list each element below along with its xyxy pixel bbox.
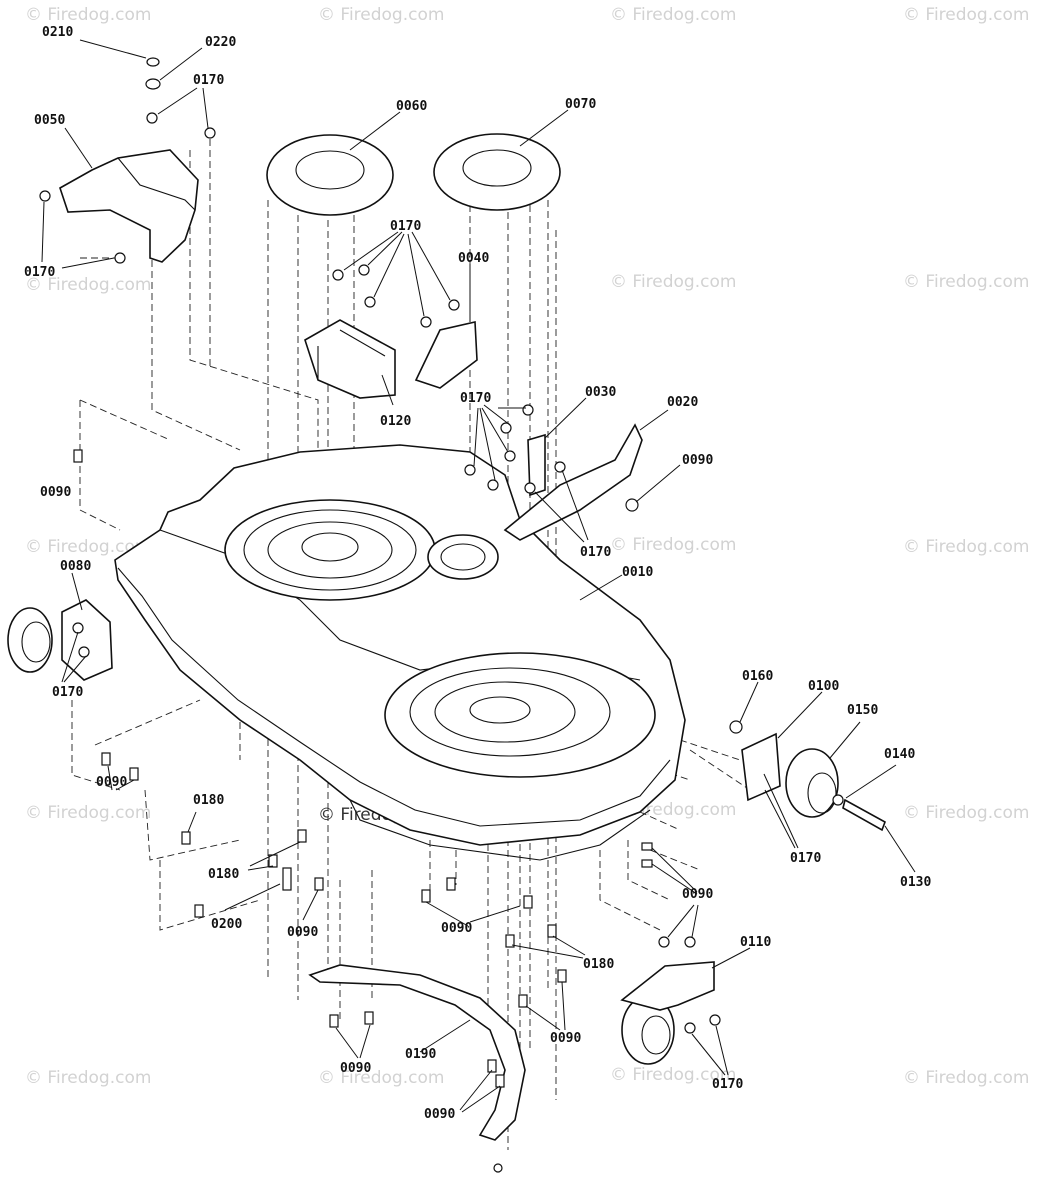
- watermark: © Firedog.com: [610, 535, 736, 555]
- callout-0130: 0130: [900, 875, 931, 890]
- watermark: © Firedog.com: [610, 5, 736, 25]
- callout-0090: 0090: [424, 1107, 455, 1122]
- left-gauge-wheel-0080: [7, 599, 113, 681]
- callout-0220: 0220: [205, 35, 236, 50]
- callout-0090: 0090: [40, 485, 71, 500]
- right-gauge-wheel-0150: [729, 720, 886, 832]
- callout-0030: 0030: [585, 385, 616, 400]
- callout-labels: 0210 0220 0170 0050 0170 0060 0070 0170 …: [24, 25, 931, 1122]
- callout-0080: 0080: [60, 559, 91, 574]
- leader-lines: [41, 39, 916, 1113]
- watermark: © Firedog.com: [318, 1068, 444, 1088]
- watermark: © Firedog.com: [25, 275, 151, 295]
- rear-brackets: [503, 423, 643, 541]
- callout-0170: 0170: [790, 851, 821, 866]
- watermark: © Firedog.com: [25, 1068, 151, 1088]
- spindle-shield-plates: [266, 133, 561, 216]
- callout-0090: 0090: [682, 453, 713, 468]
- callout-0170: 0170: [52, 685, 83, 700]
- watermark: © Firedog.com: [25, 537, 151, 557]
- callout-0150: 0150: [847, 703, 878, 718]
- callout-0040: 0040: [458, 251, 489, 266]
- callout-0010: 0010: [622, 565, 653, 580]
- baffle-0190: [308, 964, 526, 1141]
- watermark: © Firedog.com: [610, 1065, 736, 1085]
- callout-0090: 0090: [96, 775, 127, 790]
- callout-0090: 0090: [441, 921, 472, 936]
- callout-0170: 0170: [193, 73, 224, 88]
- callout-0020: 0020: [667, 395, 698, 410]
- callout-0180: 0180: [583, 957, 614, 972]
- front-bracket-0050: [39, 149, 199, 264]
- callout-0070: 0070: [565, 97, 596, 112]
- callout-0060: 0060: [396, 99, 427, 114]
- watermark: © Firedog.com: [903, 5, 1029, 25]
- watermark: © Firedog.com: [25, 803, 151, 823]
- callout-0090: 0090: [287, 925, 318, 940]
- callout-0170: 0170: [580, 545, 611, 560]
- callout-0110: 0110: [740, 935, 771, 950]
- watermark: © Firedog.com: [903, 1068, 1029, 1088]
- callout-0050: 0050: [34, 113, 65, 128]
- rear-gauge-wheel-0110: [620, 961, 721, 1065]
- callout-0180: 0180: [208, 867, 239, 882]
- callout-0170: 0170: [460, 391, 491, 406]
- callout-0180: 0180: [193, 793, 224, 808]
- callout-0120: 0120: [380, 414, 411, 429]
- callout-0100: 0100: [808, 679, 839, 694]
- callout-0200: 0200: [211, 917, 242, 932]
- callout-0140: 0140: [884, 747, 915, 762]
- callout-0170: 0170: [24, 265, 55, 280]
- watermark: © Firedog.com: [903, 272, 1029, 292]
- watermark: © Firedog.com: [903, 803, 1029, 823]
- callout-0090: 0090: [550, 1031, 581, 1046]
- callout-0090: 0090: [682, 887, 713, 902]
- watermark: © Firedog.com: [25, 5, 151, 25]
- callout-0170: 0170: [390, 219, 421, 234]
- callout-0190: 0190: [405, 1047, 436, 1062]
- watermark: © Firedog.com: [610, 272, 736, 292]
- watermark: © Firedog.com: [903, 537, 1029, 557]
- callout-0090: 0090: [340, 1061, 371, 1076]
- baffle-brackets: [304, 319, 478, 399]
- deck-housing: [114, 444, 686, 861]
- callout-0160: 0160: [742, 669, 773, 684]
- callout-0210: 0210: [42, 25, 73, 40]
- callout-0170: 0170: [712, 1077, 743, 1092]
- watermark: © Firedog.com: [318, 5, 444, 25]
